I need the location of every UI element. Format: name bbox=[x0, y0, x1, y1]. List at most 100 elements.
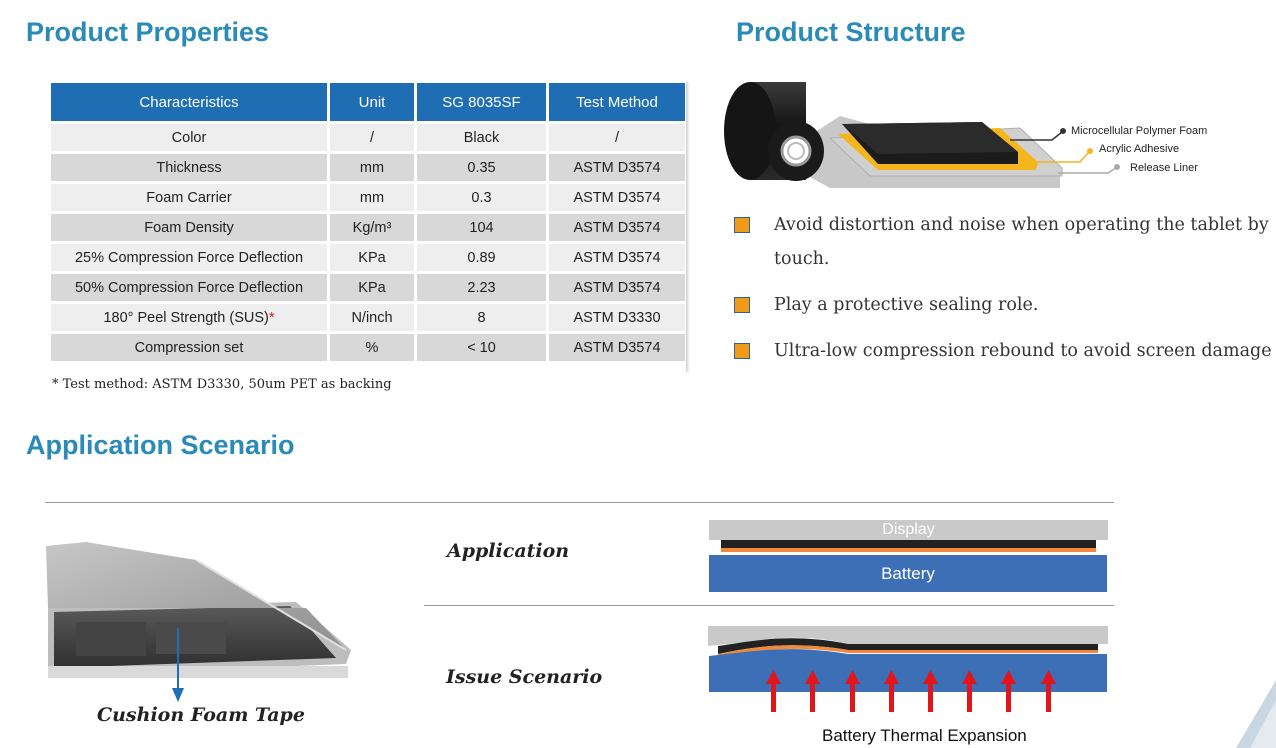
battery-label: Battery bbox=[881, 564, 935, 583]
display-layer-bulged bbox=[708, 626, 1108, 646]
bullet-square-icon bbox=[734, 217, 750, 233]
list-item: Ultra-low compression rebound to avoid s… bbox=[734, 334, 1274, 368]
cell-value: 0.3 bbox=[417, 184, 546, 211]
screen-edge-highlight bbox=[195, 559, 347, 651]
battery-cell-right bbox=[156, 622, 226, 654]
table-row: Foam Density Kg/m³ 104 ASTM D3574 bbox=[51, 214, 685, 241]
cell-characteristic: Foam Density bbox=[51, 214, 327, 241]
adhesive-leader-dot bbox=[1087, 148, 1093, 154]
cell-unit: % bbox=[330, 334, 414, 361]
arrow-up-icon bbox=[1001, 670, 1016, 712]
cell-test-method: ASTM D3574 bbox=[549, 334, 685, 361]
display-label: Display bbox=[882, 521, 935, 538]
arrow-up-icon bbox=[923, 670, 938, 712]
arrow-down-icon bbox=[172, 628, 184, 702]
table-footnote: * Test method: ASTM D3330, 50um PET as b… bbox=[52, 377, 392, 392]
cushion-foam-tape-caption: Cushion Foam Tape bbox=[97, 704, 305, 726]
cell-characteristic: 25% Compression Force Deflection bbox=[51, 244, 327, 271]
cell-test-method: ASTM D3330 bbox=[549, 304, 685, 331]
battery-layer bbox=[709, 555, 1107, 592]
cell-value: 8 bbox=[417, 304, 546, 331]
benefit-text: Play a protective sealing role. bbox=[774, 295, 1039, 315]
cell-value: < 10 bbox=[417, 334, 546, 361]
tape-structure-diagram bbox=[724, 82, 1120, 188]
cell-value: 0.89 bbox=[417, 244, 546, 271]
cell-unit: KPa bbox=[330, 244, 414, 271]
cell-unit: mm bbox=[330, 184, 414, 211]
cell-value: 2.23 bbox=[417, 274, 546, 301]
adhesive-layer bbox=[721, 548, 1096, 552]
adhesive-layer-compressed bbox=[718, 645, 1098, 657]
battery-cell-left bbox=[76, 622, 146, 656]
expansion-arrows bbox=[766, 670, 1056, 712]
arrow-up-icon bbox=[962, 670, 977, 712]
cell-test-method: / bbox=[549, 124, 685, 151]
arrow-up-icon bbox=[845, 670, 860, 712]
foam-layer-label: Microcellular Polymer Foam bbox=[1071, 125, 1208, 137]
table-row: 25% Compression Force Deflection KPa 0.8… bbox=[51, 244, 685, 271]
cell-value: Black bbox=[417, 124, 546, 151]
product-structure-title: Product Structure bbox=[736, 17, 966, 47]
arrow-up-icon bbox=[805, 670, 820, 712]
cell-characteristic: Color bbox=[51, 124, 327, 151]
list-item: Avoid distortion and noise when operatin… bbox=[734, 208, 1274, 276]
table-shadow bbox=[686, 82, 690, 372]
cell-test-method: ASTM D3574 bbox=[549, 244, 685, 271]
table-row: Thickness mm 0.35 ASTM D3574 bbox=[51, 154, 685, 181]
bullet-square-icon bbox=[734, 343, 750, 359]
tablet-base-edge bbox=[48, 666, 348, 678]
cell-test-method: ASTM D3574 bbox=[549, 274, 685, 301]
thermal-expansion-caption: Battery Thermal Expansion bbox=[822, 726, 1027, 745]
cell-unit: N/inch bbox=[330, 304, 414, 331]
cell-characteristic: 180° Peel Strength (SUS)* bbox=[51, 304, 327, 331]
arrow-up-icon bbox=[1041, 670, 1056, 712]
cell-unit: / bbox=[330, 124, 414, 151]
foam-layer-top bbox=[842, 122, 1018, 154]
header-product: SG 8035SF bbox=[417, 83, 546, 121]
list-item: Play a protective sealing role. bbox=[734, 288, 1274, 322]
tablet-screen bbox=[46, 542, 346, 650]
tape-roll-side bbox=[724, 82, 776, 180]
cell-characteristic: Foam Carrier bbox=[51, 184, 327, 211]
row-divider bbox=[424, 605, 1114, 606]
cell-value: 0.35 bbox=[417, 154, 546, 181]
product-properties-title: Product Properties bbox=[26, 17, 270, 47]
application-scenario-title: Application Scenario bbox=[26, 430, 295, 460]
liner-leader-dot bbox=[1114, 164, 1120, 170]
footnote-asterisk: * bbox=[268, 309, 275, 326]
header-unit: Unit bbox=[330, 83, 414, 121]
liner-leader-line bbox=[1058, 167, 1117, 174]
properties-table: Characteristics Unit SG 8035SF Test Meth… bbox=[48, 80, 688, 364]
cell-test-method: ASTM D3574 bbox=[549, 214, 685, 241]
bullet-square-icon bbox=[734, 297, 750, 313]
foam-leader-line bbox=[1010, 131, 1063, 141]
cell-unit: Kg/m³ bbox=[330, 214, 414, 241]
cell-characteristic: 50% Compression Force Deflection bbox=[51, 274, 327, 301]
cell-test-method: ASTM D3574 bbox=[549, 184, 685, 211]
arrow-up-icon bbox=[884, 670, 899, 712]
benefits-list: Avoid distortion and noise when operatin… bbox=[734, 208, 1274, 380]
issue-scenario-diagram bbox=[708, 626, 1108, 712]
table-header-row: Characteristics Unit SG 8035SF Test Meth… bbox=[51, 83, 685, 121]
tablet-photo bbox=[46, 542, 351, 678]
foam-leader-dot bbox=[1060, 128, 1066, 134]
display-layer bbox=[709, 520, 1108, 540]
cell-characteristic-text: 180° Peel Strength (SUS) bbox=[103, 309, 269, 326]
cell-characteristic: Thickness bbox=[51, 154, 327, 181]
tape-roll-core-inner bbox=[787, 142, 805, 160]
table-row: 180° Peel Strength (SUS)* N/inch 8 ASTM … bbox=[51, 304, 685, 331]
header-test-method: Test Method bbox=[549, 83, 685, 121]
adhesive-leader-line bbox=[1032, 151, 1090, 163]
decorative-corner bbox=[1236, 680, 1276, 748]
cell-value: 104 bbox=[417, 214, 546, 241]
table-row: Color / Black / bbox=[51, 124, 685, 151]
cell-characteristic: Compression set bbox=[51, 334, 327, 361]
adhesive-layer-label: Acrylic Adhesive bbox=[1099, 143, 1180, 155]
table-row: 50% Compression Force Deflection KPa 2.2… bbox=[51, 274, 685, 301]
liner-layer-label: Release Liner bbox=[1130, 162, 1198, 174]
application-label: Application bbox=[447, 540, 570, 562]
arrow-up-icon bbox=[766, 670, 781, 712]
cell-test-method: ASTM D3574 bbox=[549, 154, 685, 181]
issue-scenario-label: Issue Scenario bbox=[446, 666, 603, 688]
benefit-text: Avoid distortion and noise when operatin… bbox=[774, 215, 1269, 269]
